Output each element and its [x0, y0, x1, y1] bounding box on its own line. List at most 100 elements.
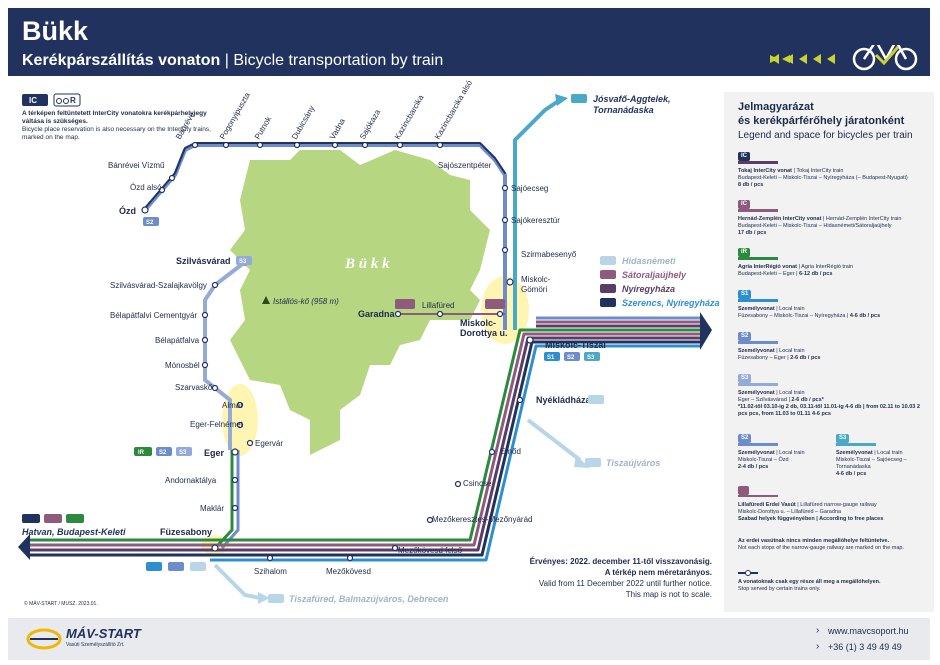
station-mezokovesd-felso: Mezőkövesd felső	[398, 546, 463, 555]
legend-footnote: *11.02-től 03.10-ig 2 db, 03.11-től 11.0…	[738, 404, 920, 417]
bicycle-icon	[56, 98, 69, 104]
ic-note-hu: A térképen feltüntetett InterCity vonato…	[22, 110, 207, 125]
legend-title-en: Legend and space for bicycles per train	[738, 130, 913, 141]
legend-item-agria: IR Agria InterRégió vonat | Agria InterR…	[738, 248, 854, 277]
page-title: Bükk	[22, 16, 89, 46]
legend-narrow-note: Az erdei vasútnak nincs minden megállóhe…	[738, 538, 905, 551]
station-lillafured: Lillafüred	[422, 301, 454, 310]
dest-east-list: Hidasnémeti Sátoraljaújhely Nyíregyháza …	[600, 256, 720, 308]
bukk-region	[230, 150, 490, 455]
s-badge-nyekladhaza	[588, 395, 604, 404]
svg-text:S3: S3	[179, 450, 187, 456]
validity-en-2: This map is not to scale.	[625, 590, 712, 599]
station-sajokaza: Sajókaza	[358, 108, 383, 141]
s2-badge-ozd	[143, 217, 159, 226]
legend-item-ozd: S2 Személyvonat | Local train Miskolc-Ti…	[738, 434, 805, 470]
mav-logo-sub: Vasúti Személyszállító Zrt.	[66, 642, 125, 648]
region-label: B ü k k	[344, 256, 390, 272]
station-szilvasvarad-szalajka: Szilvásvárad-Szalajkavölgy	[110, 281, 207, 290]
ic-note-en: Bicycle place reservation is also necess…	[22, 126, 211, 141]
svg-text:Jósvafő-Aggtelek,: Jósvafő-Aggtelek,	[593, 94, 671, 104]
line-agria	[216, 450, 234, 547]
station-maklar: Maklár	[200, 504, 224, 513]
legend-item-s2: S2 Személyvonat | Local train Füzesabony…	[738, 332, 821, 361]
station-monosbel: Mónosbél	[165, 361, 200, 370]
subtitle-hu: Kerékpárszállítás vonaton	[22, 52, 221, 69]
station-miskolc-dorottya-2: Dorottya u.	[460, 328, 508, 338]
station-belapatfalva: Bélapátfalva	[155, 336, 200, 345]
station-almar: Almár	[222, 401, 243, 410]
station-sajoszentpeter: Sajószentpéter	[438, 161, 492, 170]
station-miskolc-gomori-1: Miskolc-	[521, 275, 551, 284]
svg-text:Tornanádaska: Tornanádaska	[593, 105, 654, 115]
svg-text:Nyíregyháza: Nyíregyháza	[622, 284, 675, 294]
fuzesabony-badges	[146, 562, 206, 571]
page-subtitle: Kerékpárszállítás vonaton | Bicycle tran…	[22, 52, 444, 69]
dest-josvafo: Jósvafő-Aggtelek, Tornanádaska	[571, 94, 671, 115]
line-tornanadaska	[513, 98, 562, 330]
station-mezokovesd: Mezőkövesd	[326, 567, 371, 576]
mav-logo-icon	[26, 628, 62, 650]
dest-hatvan: Hatvan, Budapest-Keleti	[22, 514, 126, 537]
station-dubicsany: Dubicsány	[290, 104, 316, 141]
legend-stop-note: A vonatoknak csak egy része áll meg a me…	[738, 570, 928, 593]
chevron-right-icon: ›	[816, 641, 820, 652]
station-kazincbarcika: Kazincbarcika	[393, 93, 426, 141]
subtitle-en: Bicycle transportation by train	[233, 52, 444, 69]
station-belapatfalvi-cement: Bélapátfalvi Cementgyár	[110, 311, 197, 320]
station-szihalom: Szihalom	[254, 567, 287, 576]
station-banreve: Bánréve	[174, 110, 197, 141]
narrow-gauge-badge-dorottya	[485, 299, 505, 309]
station-ozd-also: Ózd alsó	[130, 183, 162, 192]
svg-text:Tiszaújváros: Tiszaújváros	[606, 458, 660, 468]
station-nyekladhaza: Nyékládháza	[536, 395, 592, 405]
station-banrevei-vizmu: Bánrévei Vízmű	[108, 161, 165, 170]
station-miskolc-gomori-2: Gömöri	[521, 285, 547, 294]
peak-icon	[262, 296, 270, 304]
mav-logo: MÁV-START	[66, 626, 141, 641]
station-sajokeresztur: Sajókeresztúr	[511, 216, 560, 225]
main-line	[30, 316, 700, 562]
station-andornaktalya: Andornaktálya	[165, 476, 217, 485]
bicycle-icon	[852, 45, 918, 71]
station-sajoecseg: Sajóecseg	[511, 184, 548, 193]
station-pogonyipuszta: Pogonyipuszta	[218, 91, 252, 141]
station-emod: Emőd	[500, 447, 521, 456]
legend-item-tornanadaska: S3 Személyvonat | Local train Miskolc-Ti…	[836, 434, 907, 477]
station-putnok: Putnok	[253, 114, 274, 141]
arrow-east	[700, 312, 712, 350]
website-link[interactable]: www.mavcsoport.hu	[828, 626, 909, 636]
svg-text:S3: S3	[587, 355, 595, 361]
station-garadna: Garadna	[358, 309, 396, 319]
svg-text:Hidasnémeti: Hidasnémeti	[622, 256, 676, 266]
validity-hu-2: A térkép nem méretarányos.	[604, 568, 712, 577]
validity-hu-1: Érvényes: 2022. december 11-től visszavo…	[529, 557, 712, 566]
svg-text:IR: IR	[138, 450, 145, 456]
station-eger: Eger	[204, 448, 225, 458]
station-miskolc-tiszai: Miskolc-Tiszai	[545, 340, 606, 350]
station-kazincbarcika-also: Kazincbarcika alsó	[433, 78, 474, 141]
copyright: © MÁV-START / MUSZ. 2023.01.	[24, 601, 98, 607]
header-decoration	[770, 45, 918, 71]
svg-text:S2: S2	[146, 220, 154, 226]
line-eger-s2	[220, 450, 240, 549]
station-szarvasko: Szarvaskő	[175, 383, 213, 392]
station-szilvasvarad: Szilvásvárad	[176, 256, 231, 266]
station-szirmabesenyo: Szirmabesenyő	[521, 250, 577, 259]
legend-item-tokaj: IC Tokaj InterCity vonat | Tokaj InterCi…	[738, 152, 908, 188]
ic-reservation-note: A térképen feltüntetett InterCity vonato…	[22, 110, 222, 142]
header-banner: Bükk Kerékpárszállítás vonaton | Bicycle…	[8, 8, 930, 76]
line-tiszaujvaros	[526, 418, 582, 462]
phone-number[interactable]: +36 (1) 3 49 49 49	[828, 642, 902, 652]
dest-tiszaujvaros: Tiszaújváros	[585, 458, 660, 468]
arrow-west	[18, 534, 30, 560]
station-miskolc-dorottya-1: Miskolc-	[460, 318, 496, 328]
station-vadna: Vadna	[328, 117, 347, 141]
eger-badges: IR S2 S3	[134, 447, 192, 456]
narrow-gauge-badge-garadna	[395, 299, 415, 309]
legend-item-hernad: IC Hernád-Zemplén InterCity vonat | Hern…	[738, 200, 902, 236]
legend-item-s1: S1 Személyvonat | Local train Füzesabony…	[738, 290, 881, 319]
station-fuzesabony: Füzesabony	[160, 527, 212, 537]
